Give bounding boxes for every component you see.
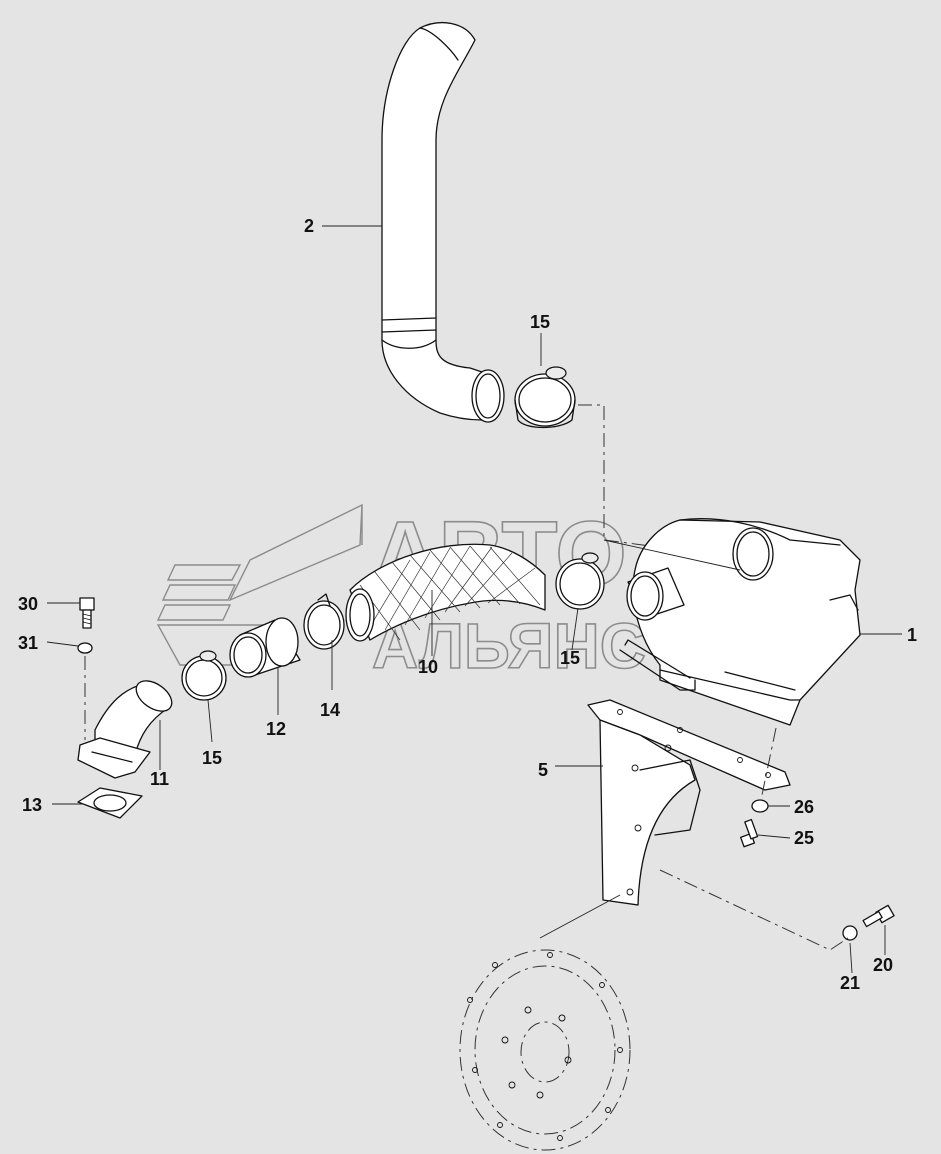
callout-20: 20 bbox=[873, 955, 893, 975]
nut-part-31 bbox=[77, 642, 93, 654]
callout-2: 2 bbox=[304, 216, 314, 236]
callout-15-top: 15 bbox=[530, 312, 550, 332]
nut-part-26 bbox=[751, 799, 769, 813]
callout-1: 1 bbox=[907, 625, 917, 645]
flywheel-dashed bbox=[459, 949, 631, 1151]
leader-lines bbox=[46, 225, 902, 974]
pipe-part-2 bbox=[381, 22, 505, 423]
hose-part-10 bbox=[345, 543, 546, 642]
clamp-part-15-middle bbox=[555, 552, 605, 610]
gasket-part-13 bbox=[77, 787, 143, 819]
callout-12: 12 bbox=[266, 719, 286, 739]
callout-25: 25 bbox=[794, 828, 814, 848]
callout-13: 13 bbox=[22, 795, 42, 815]
callout-21: 21 bbox=[840, 973, 860, 993]
air-cleaner-part-1 bbox=[619, 518, 861, 726]
callout-15-middle: 15 bbox=[560, 648, 580, 668]
callout-15-left: 15 bbox=[202, 748, 222, 768]
callout-14: 14 bbox=[320, 700, 340, 720]
callout-30: 30 bbox=[18, 594, 38, 614]
nut-part-21 bbox=[842, 925, 858, 941]
bolt-part-25 bbox=[740, 818, 759, 848]
clamp-part-15-top bbox=[514, 366, 576, 429]
connector-part-12 bbox=[229, 617, 301, 678]
bolt-part-30 bbox=[79, 597, 95, 629]
clamp-part-15-left bbox=[181, 650, 227, 701]
callout-numbers: 2 15 1 5 10 15 14 12 15 11 13 30 31 26 2… bbox=[18, 216, 917, 993]
clamp-part-14 bbox=[303, 593, 345, 650]
callout-10: 10 bbox=[418, 657, 438, 677]
watermark-line2: АЛЬЯНС bbox=[372, 610, 646, 682]
callout-5: 5 bbox=[538, 760, 548, 780]
callout-26: 26 bbox=[794, 797, 814, 817]
elbow-part-11 bbox=[77, 680, 173, 779]
bracket-part-5 bbox=[587, 699, 791, 906]
callout-11: 11 bbox=[150, 769, 169, 789]
callout-31: 31 bbox=[18, 633, 38, 653]
bolt-part-20 bbox=[862, 904, 895, 928]
